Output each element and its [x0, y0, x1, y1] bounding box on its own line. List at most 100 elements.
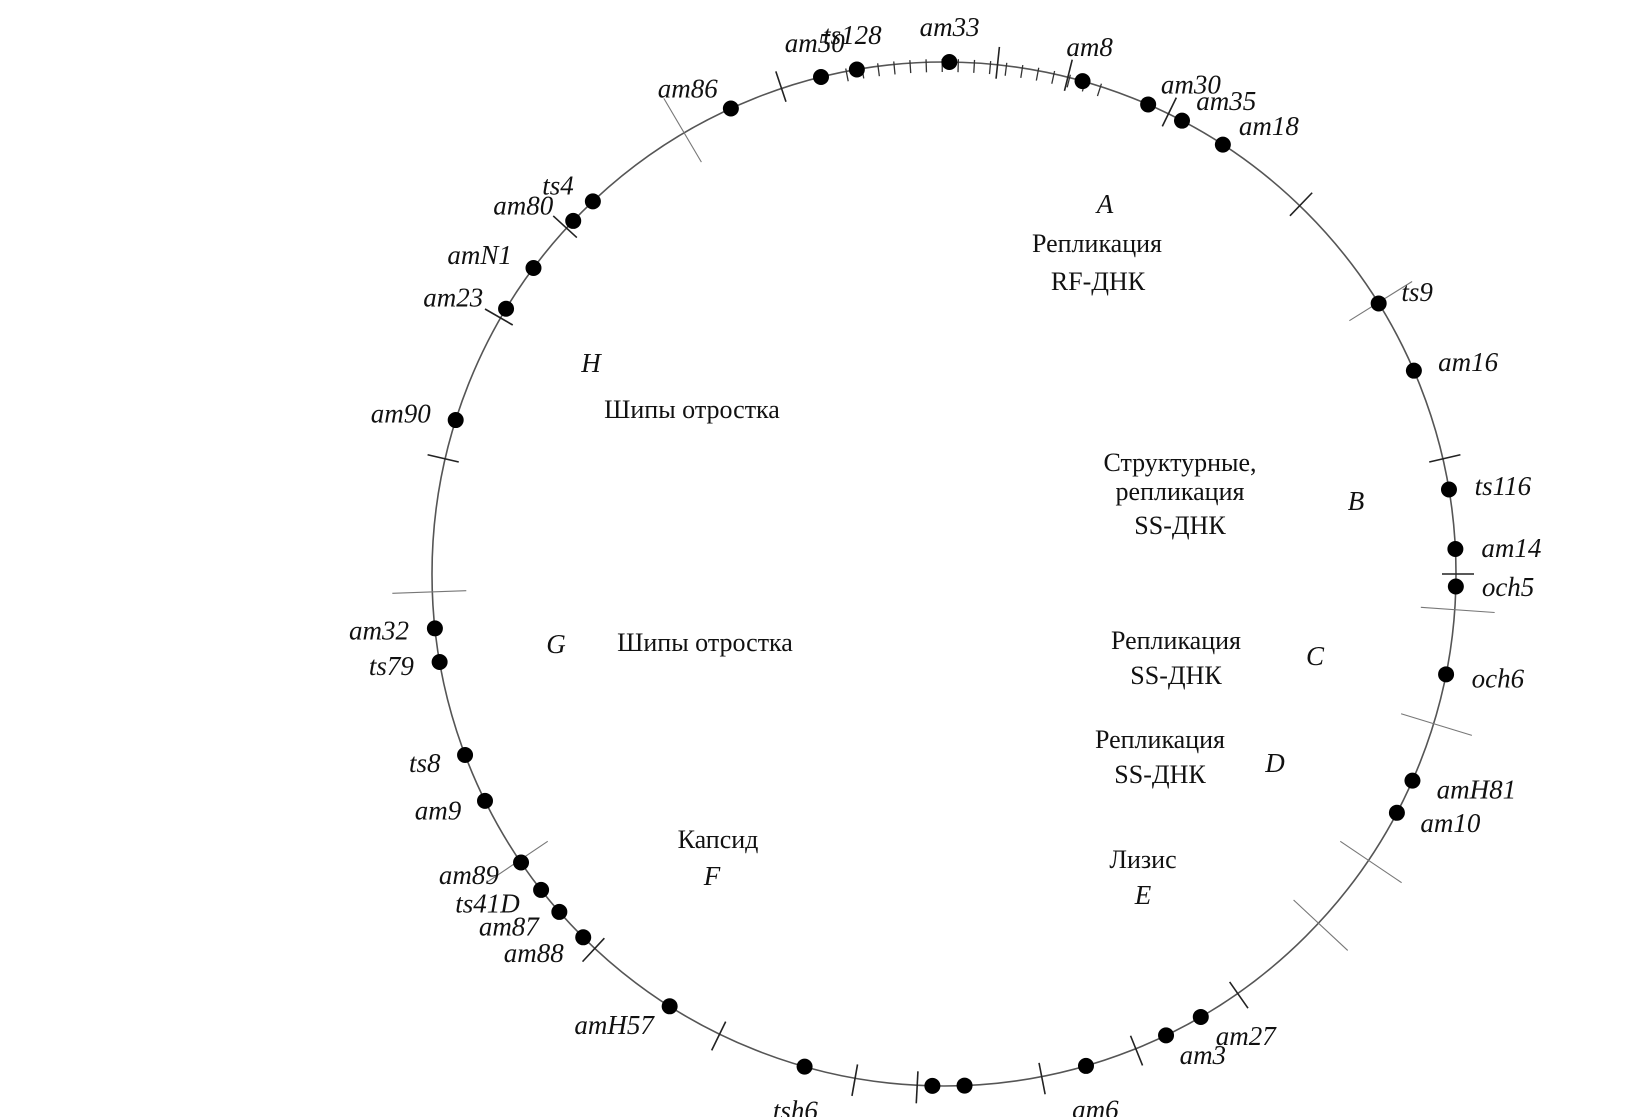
mutation-site: am14 [1447, 533, 1541, 563]
mutation-site: och6 [1438, 664, 1525, 694]
mutation-site: am6 [1072, 1057, 1119, 1117]
gene-boundary-mark [775, 71, 787, 102]
gene-F-function-line-1: Капсид [678, 825, 759, 854]
mutation-site: am33 [920, 12, 980, 71]
mutation-label: amH57 [574, 1010, 655, 1040]
mutation-dot [1447, 578, 1464, 595]
mutation-label: am89 [439, 860, 499, 890]
mutation-site: amH57 [574, 998, 678, 1040]
mutation-label: ts79 [369, 651, 415, 681]
mutation-dot [924, 1077, 941, 1094]
mutation-label: am23 [423, 282, 483, 312]
gene-boundary-mark [1339, 840, 1402, 884]
mutation-site: ts79 [369, 651, 448, 681]
mutation-site: amN1 [447, 240, 542, 277]
gene-boundary-mark [1289, 192, 1313, 217]
mutation-dot [1447, 540, 1464, 557]
mutation-dot [525, 260, 542, 277]
mutation-dot [476, 792, 493, 809]
gene-C-function-line-1: Репликация [1111, 626, 1241, 655]
mutation-label: ts41D [455, 888, 520, 918]
gene-boundary-mark [1429, 453, 1461, 463]
gene-boundary-mark [995, 46, 1001, 79]
gene-A-function-line-1: Репликация [1032, 229, 1162, 258]
gene-D-function-line-1: Репликация [1095, 725, 1225, 754]
gene-B-function-line-1: Структурные, [1103, 448, 1256, 477]
mutation-label: amN1 [447, 240, 512, 270]
mutation-label: am88 [504, 938, 564, 968]
mutation-dot [1158, 1027, 1175, 1044]
mutation-dot [565, 212, 582, 229]
gene-boundary-mark [1129, 1035, 1144, 1066]
mutation-label: ts128 [823, 20, 882, 50]
gene-boundary-mark [427, 453, 459, 463]
gene-A-function-line-2: RF-ДНК [1051, 267, 1146, 296]
mutation-dot [1440, 481, 1457, 498]
mutation-label: och5 [1482, 572, 1534, 602]
gene-boundary-mark [581, 937, 605, 963]
gene-G-function-line-1: Шипы отростка [617, 628, 793, 657]
mutation-dot [533, 881, 550, 898]
mutation-site: am50 [785, 28, 845, 85]
gene-letter-A: A [1095, 189, 1114, 219]
mutation-label: am6 [1072, 1095, 1119, 1117]
gene-letter-F: F [703, 861, 721, 891]
gene-boundary-mark [710, 1021, 727, 1051]
mutation-site: ts9 [1370, 277, 1433, 312]
gene-D: D Репликация SS-ДНК [1095, 725, 1285, 789]
mutation-site: am27 [1192, 1008, 1277, 1051]
gene-letter-E: E [1134, 880, 1152, 910]
mutation-label: am50 [785, 28, 845, 58]
mutation-label: ts8 [409, 748, 441, 778]
gene-H: H Шипы отростка [580, 348, 780, 424]
map-tick [1096, 83, 1103, 97]
map-tick [877, 63, 880, 77]
mutation-site: am90 [371, 398, 464, 428]
mutation-site: am9 [415, 792, 493, 826]
gene-boundary-mark [1293, 899, 1349, 951]
mutation-dot [1192, 1008, 1209, 1025]
mutation-dot [722, 100, 739, 117]
mutation-site: am87 [479, 903, 568, 941]
gene-boundary-mark [663, 98, 702, 163]
mutation-dot [584, 193, 601, 210]
mutation-label: ts9 [1401, 277, 1433, 307]
mutation-label: am8 [1066, 32, 1113, 62]
mutation-site: ts4 [542, 170, 601, 210]
mutation-markers: am33ts128am50am86ts4am80amN1am23am90am32… [349, 12, 1541, 1117]
mutation-site: am18 [1214, 111, 1299, 153]
mutation-label: am16 [1438, 347, 1498, 377]
mutation-dot [1140, 96, 1157, 113]
gene-letter-G: G [546, 629, 566, 659]
mutation-dot [1173, 112, 1190, 129]
mutation-site: amH81 [1404, 772, 1516, 804]
mutation-site: am32 [349, 616, 443, 646]
gene-boundary-mark [1063, 59, 1073, 91]
gene-boundary-mark [552, 215, 578, 239]
mutation-dot [575, 929, 592, 946]
map-tick [973, 59, 976, 73]
mutation-dot [1388, 804, 1405, 821]
mutation-label: am90 [371, 398, 431, 428]
mutation-site: ts116 [1440, 471, 1532, 501]
mutation-label: am10 [1420, 808, 1480, 838]
map-tick [1066, 74, 1071, 88]
mutation-site: am16 [1405, 347, 1499, 379]
mutation-label: am18 [1239, 111, 1299, 141]
mutation-site: am8 [1066, 32, 1113, 90]
gene-D-function-line-2: SS-ДНК [1114, 760, 1206, 789]
mutation-dot [796, 1058, 813, 1075]
gene-boundary-mark [1038, 1062, 1046, 1095]
gene-letter-B: B [1348, 486, 1365, 516]
mutation-label: am14 [1481, 533, 1541, 563]
map-tick [988, 61, 992, 75]
mutation-label: am30 [1161, 69, 1221, 99]
mutation-site: ts41D [455, 881, 550, 918]
mutation-dot [431, 654, 448, 671]
map-tick [1020, 64, 1024, 79]
mutation-site: am10 [1388, 804, 1481, 838]
map-tick [1004, 62, 1008, 76]
mutation-dot [813, 68, 830, 85]
mutation-label: ts4 [542, 170, 574, 200]
